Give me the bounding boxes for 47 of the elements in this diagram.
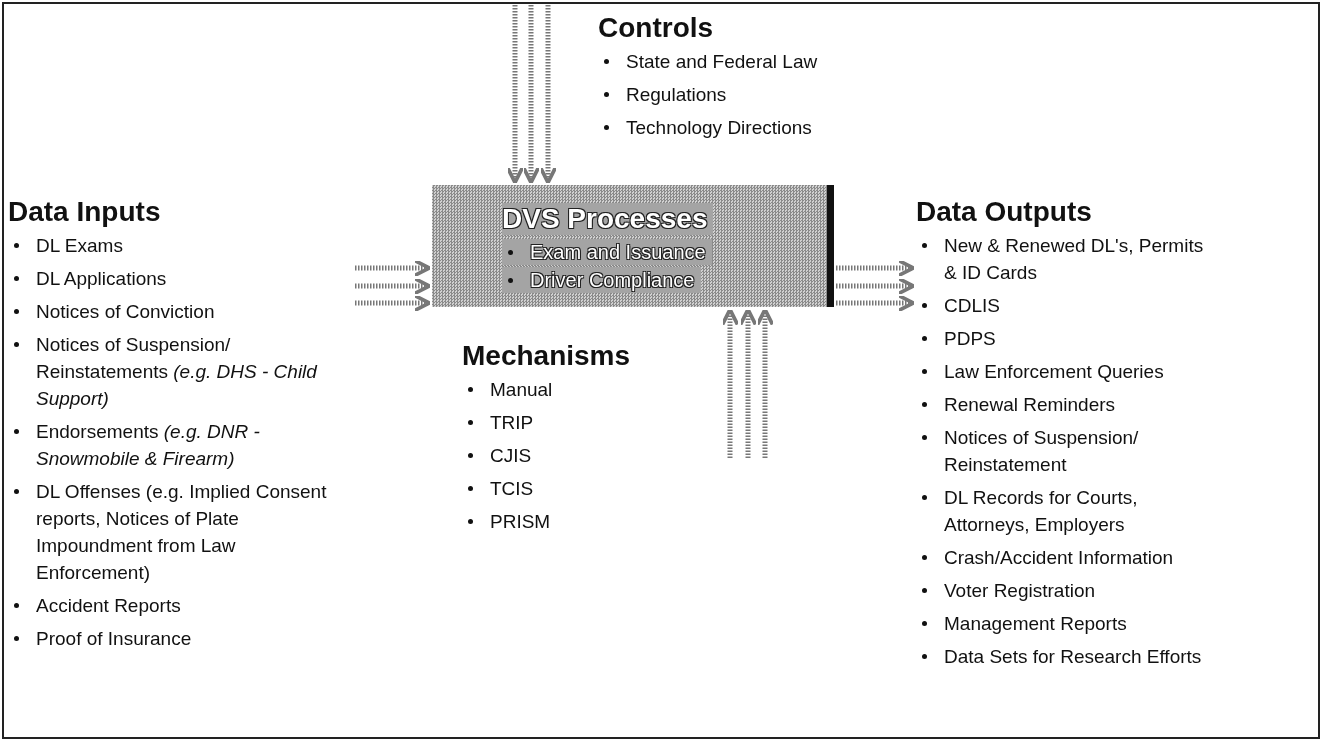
bullet-item: Endorsements (e.g. DNR - Snowmobile & Firearm): [8, 418, 346, 472]
bullet-item: State and Federal Law: [598, 48, 965, 75]
section-heading: Controls: [598, 12, 715, 44]
bullet-item: DL Applications: [8, 265, 346, 292]
arrow: [505, 5, 525, 185]
bullet-item: Accident Reports: [8, 592, 346, 619]
bullet-item: CDLIS: [916, 292, 1214, 319]
bullet-item: Notices of Suspension/ Reinstatements (e.g. DHS - Child Support): [8, 331, 346, 412]
bullet-item: Law Enforcement Queries: [916, 358, 1214, 385]
arrow: [521, 5, 541, 185]
bullet-item: Exam and Issuance: [502, 239, 712, 265]
bullet-item: DL Records for Courts, Attorneys, Employers: [916, 484, 1214, 538]
section-heading: Data Outputs: [916, 196, 1093, 228]
bullet-item: PRISM: [462, 508, 777, 535]
bullet-item: Management Reports: [916, 610, 1214, 637]
bullet-item: DL Offenses (e.g. Implied Consent reports, Notices of Plate Impoundment from Law Enforcement): [8, 478, 346, 586]
bullet-item: Regulations: [598, 81, 965, 108]
bullet-item: Driver Compliance: [502, 267, 701, 293]
arrow: [836, 293, 916, 313]
bullet-item: Data Sets for Research Efforts: [916, 643, 1214, 670]
bullet-item: Technology Directions: [598, 114, 965, 141]
bullet-item: TRIP: [462, 409, 777, 436]
bullet-item: DL Exams: [8, 232, 346, 259]
arrow: [355, 258, 432, 278]
section-heading: DVS Processes: [502, 203, 714, 235]
arrow: [355, 276, 432, 296]
section-heading: Mechanisms: [462, 340, 632, 372]
bullet-item: Manual: [462, 376, 777, 403]
arrow: [538, 5, 558, 185]
bullet-item: Proof of Insurance: [8, 625, 346, 652]
arrow: [836, 258, 916, 278]
bullet-item: Notices of Conviction: [8, 298, 346, 325]
bullet-item: New & Renewed DL's, Permits & ID Cards: [916, 232, 1214, 286]
bullet-item: PDPS: [916, 325, 1214, 352]
bullet-item: Voter Registration: [916, 577, 1214, 604]
arrow: [836, 276, 916, 296]
bullet-item: Notices of Suspension/ Reinstatement: [916, 424, 1214, 478]
section-heading: Data Inputs: [8, 196, 162, 228]
process-box: [432, 185, 834, 307]
bullet-item: Crash/Accident Information: [916, 544, 1214, 571]
bullet-item: TCIS: [462, 475, 777, 502]
arrow: [720, 307, 740, 458]
arrow: [738, 307, 758, 458]
arrow: [755, 307, 775, 458]
bullet-item: Renewal Reminders: [916, 391, 1214, 418]
arrow: [355, 293, 432, 313]
bullet-item: CJIS: [462, 442, 777, 469]
